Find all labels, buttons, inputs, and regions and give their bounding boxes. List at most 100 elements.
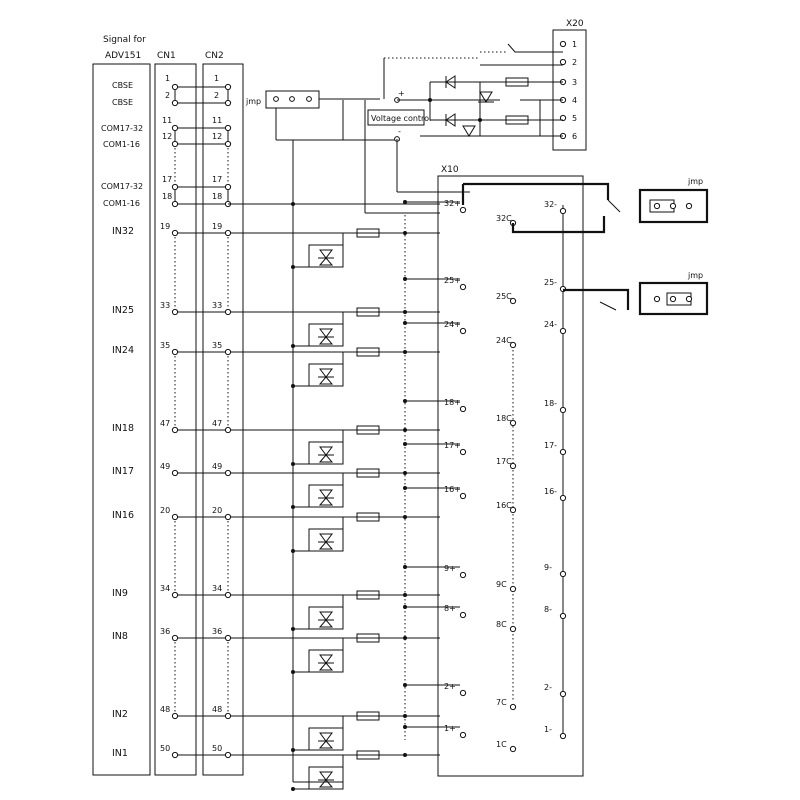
cn2-pin: 34 — [212, 584, 222, 593]
cn1-pin: 35 — [160, 341, 170, 350]
x10-plus-label: 8+ — [444, 604, 456, 613]
x10-c-terminal — [509, 625, 517, 633]
jumper-detail-1: jmp — [461, 177, 709, 234]
jmp-detail-label: jmp — [687, 177, 703, 186]
voltage-control-box — [367, 109, 425, 126]
led-icon — [318, 328, 334, 338]
junction — [403, 471, 407, 475]
x10-minus-label: 16- — [544, 487, 557, 496]
cn1-pin: 2 — [165, 91, 170, 100]
x10-c-terminal — [509, 297, 517, 305]
cn1-terminal — [171, 751, 179, 759]
junction — [403, 683, 407, 687]
cn1-pin: 36 — [160, 627, 170, 636]
resistor — [356, 590, 380, 600]
x10-c-label: 17C — [496, 457, 512, 466]
top-row-label: COM17-32 — [101, 124, 143, 133]
x10-c-terminal — [509, 506, 517, 514]
junction — [403, 200, 407, 204]
led-icon — [318, 654, 334, 664]
x10-c-terminal — [509, 703, 517, 711]
x10-plus-terminal — [459, 611, 467, 619]
cn2-terminal — [224, 229, 232, 237]
x10-minus-label: 2- — [544, 683, 552, 692]
junction — [403, 636, 407, 640]
cn1-pin: 49 — [160, 462, 170, 471]
x10-c-label: 8C — [496, 620, 507, 629]
cn1-pin: 19 — [160, 222, 170, 231]
x10-plus-label: 24+ — [444, 320, 461, 329]
cn2-pin: 12 — [212, 132, 222, 141]
cn1-pin: 12 — [162, 132, 172, 141]
voltage-control-block: Voltage control + - — [364, 57, 500, 214]
x10-c-label: 1C — [496, 740, 507, 749]
x10-minus-label: 25- — [544, 278, 557, 287]
cn1-pin: 1 — [165, 74, 170, 83]
resistor — [356, 633, 380, 643]
cn2-terminal — [224, 751, 232, 759]
voltage-control-label: Voltage control — [371, 114, 431, 123]
cn2-pin: 48 — [212, 705, 222, 714]
x10-c-terminal — [509, 745, 517, 753]
x20-pin-label: 2 — [572, 58, 577, 67]
cn2-pin: 20 — [212, 506, 222, 515]
x10-row: 8+8C8- — [403, 604, 567, 633]
cn2-column-box — [202, 63, 244, 776]
cn1-terminal — [171, 229, 179, 237]
x10-plus-terminal — [459, 689, 467, 697]
cn2-pin: 47 — [212, 419, 222, 428]
top-row-label: COM1-16 — [103, 140, 140, 149]
cn2-pin: 2 — [214, 91, 219, 100]
led-icon — [318, 779, 334, 788]
junction — [403, 515, 407, 519]
x10-c-label: 7C — [496, 698, 507, 707]
x10-c-label: 24C — [496, 336, 512, 345]
x10-minus-label: 9- — [544, 563, 552, 572]
x20-terminal — [559, 58, 567, 66]
x10-c-label: 32C — [496, 214, 512, 223]
x10-plus-terminal — [459, 283, 467, 291]
optocoupler — [308, 766, 344, 790]
x10-box — [437, 175, 584, 777]
cn2-terminal — [224, 348, 232, 356]
optocoupler — [308, 727, 344, 751]
junction — [403, 399, 407, 403]
x10-minus-terminal — [559, 406, 567, 414]
x10-plus-terminal — [459, 731, 467, 739]
led-icon — [318, 619, 334, 628]
resistor — [356, 512, 380, 522]
led-icon — [318, 257, 334, 266]
resistor — [356, 711, 380, 721]
resistor — [356, 307, 380, 317]
x10-c-terminal — [509, 341, 517, 349]
cn1-terminal — [171, 712, 179, 720]
led-icon — [318, 662, 334, 671]
x10-minus-label: 17- — [544, 441, 557, 450]
led-icon — [318, 497, 334, 506]
input-label: IN8 — [112, 631, 128, 642]
led-icon — [318, 454, 334, 463]
junction — [403, 486, 407, 490]
led-icon — [318, 771, 334, 781]
cn2-terminal — [224, 469, 232, 477]
cn2-header: CN2 — [205, 51, 224, 61]
cn1-terminal — [171, 634, 179, 642]
resistor — [356, 750, 380, 760]
signal-header-line1: Signal for — [103, 35, 146, 45]
led-icon — [318, 336, 334, 345]
junction — [403, 442, 407, 446]
x20-pin-label: 4 — [572, 96, 577, 105]
x20-pin-label: 6 — [572, 132, 577, 141]
x10-minus-label: 32- — [544, 200, 557, 209]
x20-pin-label: 5 — [572, 114, 577, 123]
voltage-plus: + — [398, 89, 405, 98]
resistor — [356, 228, 380, 238]
x10-plus-label: 16+ — [444, 485, 461, 494]
